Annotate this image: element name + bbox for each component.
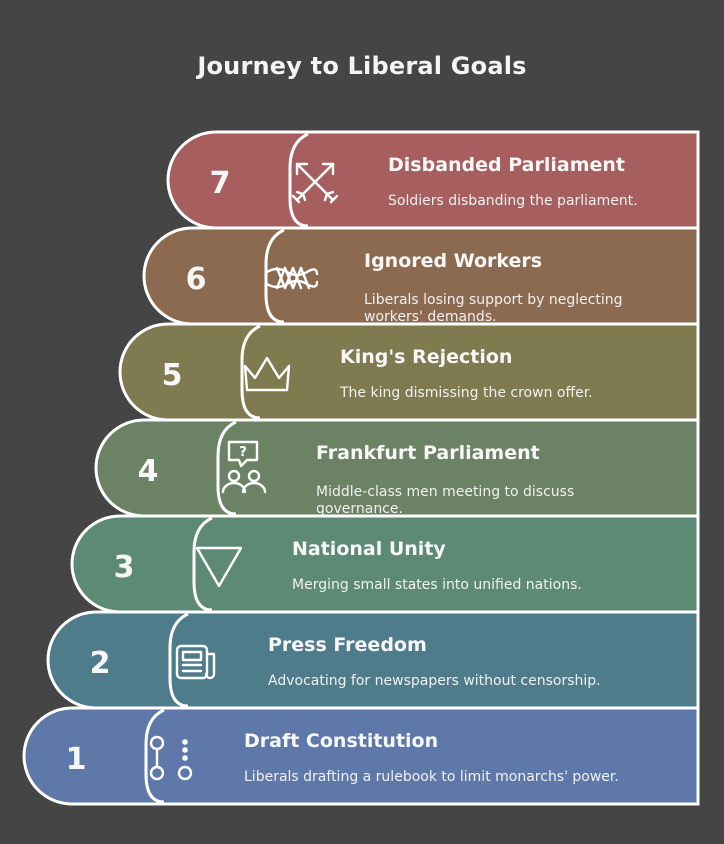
step-title: King's Rejection <box>340 346 512 368</box>
step-band <box>70 514 700 614</box>
step-description: Soldiers disbanding the parliament. <box>388 193 638 209</box>
step-band <box>166 130 700 230</box>
step-divider <box>264 228 285 324</box>
svg-text:?: ? <box>239 445 247 460</box>
step-divider <box>144 708 165 804</box>
crossed-arrows-icon <box>291 162 339 204</box>
step-band <box>22 706 700 806</box>
triangle-icon <box>195 546 243 588</box>
step-description: Liberals drafting a rulebook to limit mo… <box>244 769 619 785</box>
step-divider <box>192 516 213 612</box>
step-description: Advocating for newspapers without censor… <box>268 673 601 689</box>
constitution-icon <box>149 735 193 781</box>
step-title: Frankfurt Parliament <box>316 442 540 464</box>
step-description: workers' demands. <box>364 309 497 325</box>
step-number: 4 <box>138 454 159 489</box>
newspaper-icon <box>175 644 216 680</box>
step-divider <box>240 324 261 420</box>
step-number: 7 <box>210 166 231 201</box>
step-number: 2 <box>90 646 111 681</box>
discussion-icon: ? <box>221 440 267 494</box>
step-number: 3 <box>114 550 135 585</box>
rope-icon <box>265 266 319 290</box>
step-band <box>118 322 700 422</box>
step-description: governance. <box>316 501 403 517</box>
step-title: Disbanded Parliament <box>388 154 625 176</box>
step-title: Press Freedom <box>268 634 427 656</box>
step-description: The king dismissing the crown offer. <box>339 385 593 401</box>
step-divider <box>288 132 309 228</box>
step-description: Middle-class men meeting to discuss <box>316 484 574 500</box>
step-description: Merging small states into unified nation… <box>292 577 582 593</box>
step-divider <box>168 612 189 708</box>
step-number: 5 <box>162 358 183 393</box>
step-description: Liberals losing support by neglecting <box>364 292 623 308</box>
step-band <box>46 610 700 710</box>
step-title: National Unity <box>292 538 446 560</box>
crown-icon <box>243 356 291 392</box>
step-title: Draft Constitution <box>244 730 438 752</box>
diagram-title: Journey to Liberal Goals <box>197 52 527 80</box>
step-number: 6 <box>186 262 207 297</box>
step-divider <box>216 420 237 516</box>
step-title: Ignored Workers <box>364 250 542 272</box>
step-number: 1 <box>66 742 87 777</box>
